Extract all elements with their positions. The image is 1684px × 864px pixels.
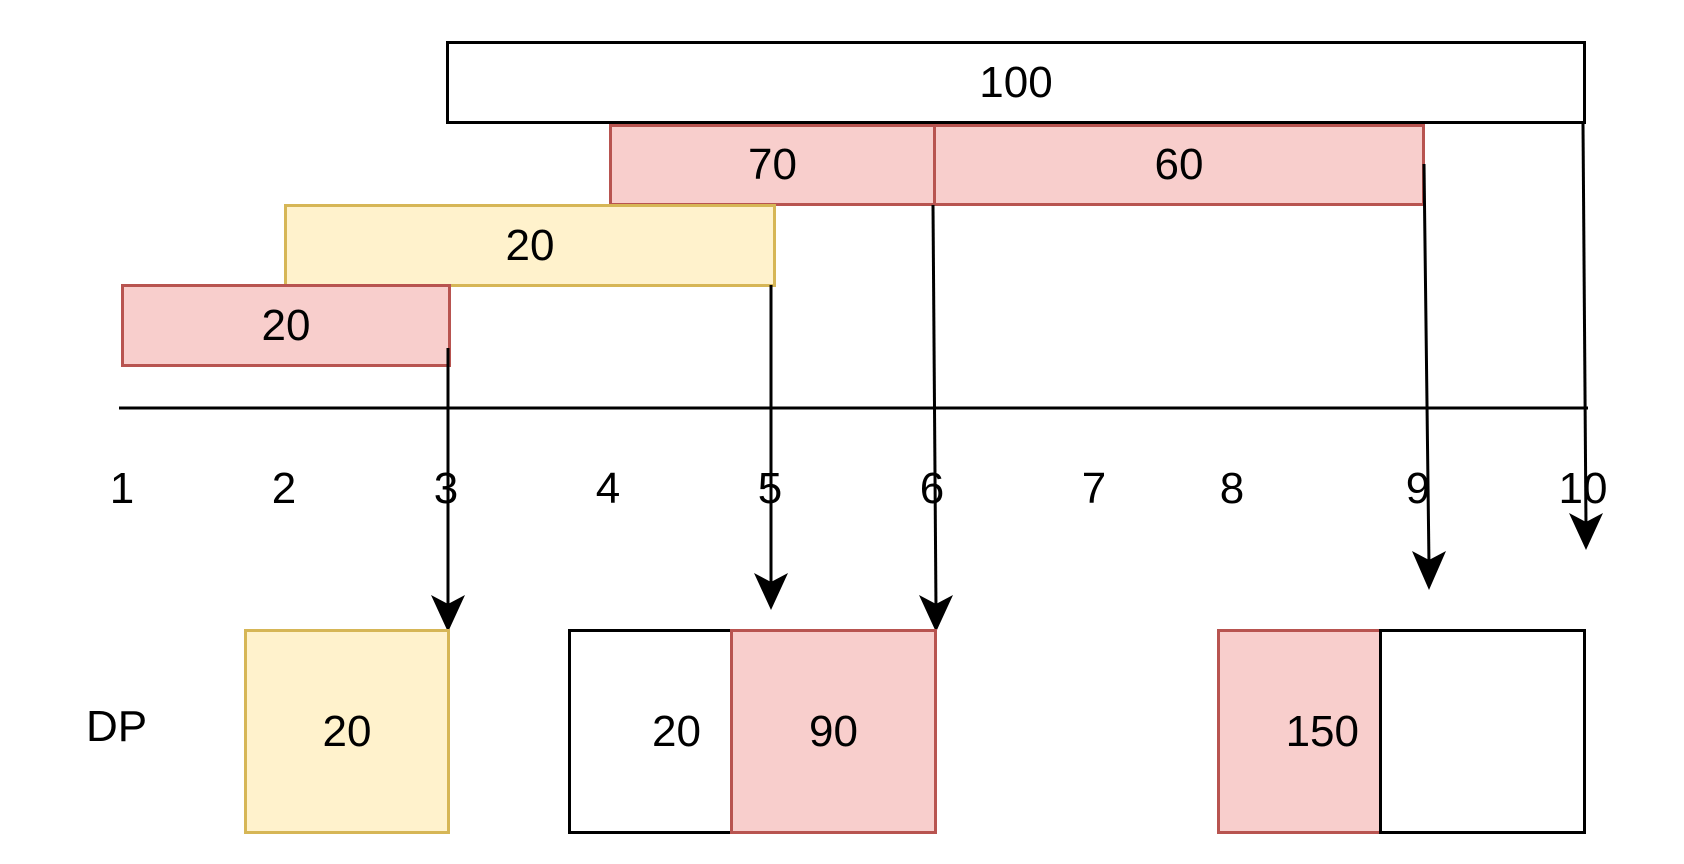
dp-label: DP — [86, 702, 148, 751]
interval-label: 60 — [1154, 140, 1204, 189]
axis-tick-9: 9 — [1405, 464, 1431, 513]
dp-cell-value: 20 — [322, 706, 372, 756]
interval-label: 70 — [748, 140, 797, 189]
interval-bar-100: 100 — [446, 41, 1586, 124]
dp-cell-value: 90 — [809, 706, 858, 756]
axis-tick-4: 4 — [595, 464, 621, 513]
arrowhead-icon — [919, 595, 953, 632]
interval-label: 20 — [505, 220, 555, 270]
dp-cell-white: 20 — [568, 629, 734, 834]
arrow-6 — [931, 204, 938, 611]
axis-tick-5: 5 — [757, 464, 783, 513]
dp-cell-value: 20 — [652, 706, 701, 756]
arrowhead-icon — [1569, 513, 1603, 550]
axis-tick-3: 3 — [433, 464, 459, 513]
axis-tick-7: 7 — [1081, 464, 1107, 513]
interval-bar-20-red: 20 — [121, 284, 451, 367]
interval-bar-60: 60 — [933, 124, 1425, 206]
axis-tick-6: 6 — [919, 464, 945, 513]
arrowhead-icon — [1412, 551, 1446, 590]
interval-bar-20-yellow: 20 — [284, 204, 776, 287]
dp-cell-value: 150 — [1285, 706, 1359, 756]
interval-label: 100 — [979, 57, 1053, 107]
arrowhead-icon — [431, 595, 465, 632]
axis-tick-1: 1 — [109, 464, 135, 513]
axis-tick-8: 8 — [1219, 464, 1245, 513]
dp-cell-red: 150 — [1217, 629, 1382, 834]
arrow-10 — [1581, 123, 1588, 528]
arrowhead-icon — [754, 573, 788, 610]
axis-tick-2: 2 — [271, 464, 297, 513]
dp-cell-red: 90 — [730, 629, 937, 834]
arrow-9 — [1422, 163, 1431, 566]
axis-tick-10: 10 — [1558, 464, 1608, 513]
dp-cell-empty — [1379, 629, 1586, 834]
dp-cell-yellow: 20 — [244, 629, 450, 834]
interval-label: 20 — [261, 300, 311, 350]
